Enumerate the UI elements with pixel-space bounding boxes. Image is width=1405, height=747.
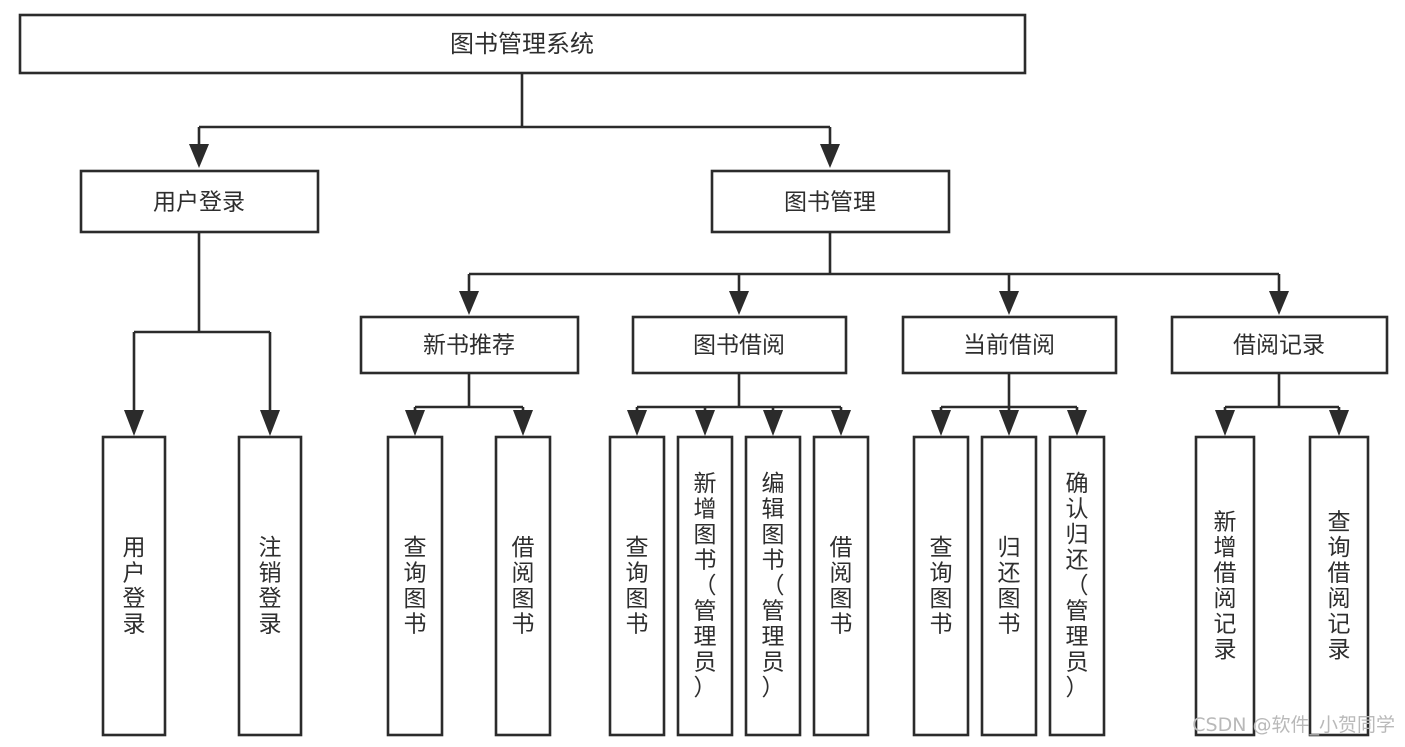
arrowhead-leaf-add-record — [1215, 410, 1235, 436]
node-book-borrow-label: 图书借阅 — [693, 333, 785, 359]
leaf-query-book-1-label: 查询图书 — [404, 535, 427, 638]
node-root-box[interactable] — [18, 13, 1027, 75]
node-current-borrow-box[interactable] — [901, 315, 1118, 375]
node-user-login[interactable]: 用户登录 — [79, 169, 320, 234]
leaf-borrow-book-1-label: 借阅图书 — [512, 535, 535, 638]
leaf-node-query-book-2[interactable]: 查询图书 — [608, 435, 666, 737]
leaf-add-record-box[interactable] — [1194, 435, 1256, 737]
arrowhead-current-borrow — [999, 291, 1019, 315]
arrowhead-leaf-query-book-3 — [931, 410, 951, 436]
arrowhead-leaf-return-book — [999, 410, 1019, 436]
leaf-add-book-box[interactable] — [676, 435, 734, 737]
leaf-confirm-return-box[interactable] — [1048, 435, 1106, 737]
leaf-node-borrow-book-1[interactable]: 借阅图书 — [494, 435, 552, 737]
leaf-logout-box[interactable] — [237, 435, 303, 737]
leaf-query-book-3-box[interactable] — [912, 435, 970, 737]
leaf-edit-book-box[interactable] — [744, 435, 802, 737]
node-book-management-label: 图书管理 — [784, 190, 876, 216]
leaf-confirm-return-label: 确认归还（管理员） — [1066, 471, 1089, 701]
arrowhead-book-borrow — [729, 291, 749, 315]
leaf-node-add-book[interactable]: 新增图书（管理员） — [676, 435, 734, 737]
connector-group-borrow-record-to-leaves — [1215, 373, 1349, 436]
node-current-borrow-label: 当前借阅 — [963, 333, 1055, 359]
arrowhead-user-login — [189, 144, 209, 168]
node-new-book-recommend[interactable]: 新书推荐 — [359, 315, 580, 375]
leaf-edit-book-label: 编辑图书（管理员） — [762, 471, 785, 701]
connector-group-book-management-to-level3 — [459, 233, 1289, 315]
leaf-query-book-1-box[interactable] — [386, 435, 444, 737]
arrowhead-leaf-add-book — [695, 410, 715, 436]
arrowhead-leaf-user-login — [124, 410, 144, 436]
arrowhead-book-management — [820, 144, 840, 168]
leaf-return-book-box[interactable] — [980, 435, 1038, 737]
leaf-node-query-book-1[interactable]: 查询图书 — [386, 435, 444, 737]
node-book-borrow-box[interactable] — [631, 315, 848, 375]
leaf-borrow-book-1-box[interactable] — [494, 435, 552, 737]
arrowhead-leaf-borrow-book-2 — [831, 410, 851, 436]
arrowhead-leaf-query-book-2 — [627, 410, 647, 436]
leaf-borrow-book-2-label: 借阅图书 — [830, 535, 853, 638]
node-book-management[interactable]: 图书管理 — [710, 169, 951, 234]
arrowhead-new-book-recommend — [459, 291, 479, 315]
connector-group-new-book-recommend-to-leaves — [405, 373, 533, 436]
leaf-node-logout[interactable]: 注销登录 — [237, 435, 303, 737]
leaf-query-record-box[interactable] — [1308, 435, 1370, 737]
leaf-node-confirm-return[interactable]: 确认归还（管理员） — [1048, 435, 1106, 737]
leaf-user-login-box[interactable] — [101, 435, 167, 737]
arrowhead-leaf-query-book-1 — [405, 410, 425, 436]
connector-group-book-borrow-to-leaves — [627, 373, 851, 436]
csdn-watermark: CSDN @软件_小贺同学 — [1192, 714, 1395, 736]
node-current-borrow[interactable]: 当前借阅 — [901, 315, 1118, 375]
leaf-query-book-2-box[interactable] — [608, 435, 666, 737]
leaf-add-record-label: 新增借阅记录 — [1214, 509, 1237, 663]
leaf-node-add-record[interactable]: 新增借阅记录 — [1194, 435, 1256, 737]
leaf-user-login-label: 用户登录 — [123, 535, 146, 638]
node-book-management-box[interactable] — [710, 169, 951, 234]
leaf-borrow-book-2-box[interactable] — [812, 435, 870, 737]
leaf-node-query-record[interactable]: 查询借阅记录 — [1308, 435, 1370, 737]
arrowhead-borrow-record — [1269, 291, 1289, 315]
leaf-node-query-book-3[interactable]: 查询图书 — [912, 435, 970, 737]
node-borrow-record-box[interactable] — [1170, 315, 1389, 375]
node-root[interactable]: 图书管理系统 — [18, 13, 1027, 75]
connector-group-user-login-to-leaves — [124, 233, 280, 436]
node-new-book-recommend-label: 新书推荐 — [423, 333, 515, 359]
leaf-logout-label: 注销登录 — [259, 535, 282, 638]
leaf-node-return-book[interactable]: 归还图书 — [980, 435, 1038, 737]
leaf-query-book-3-label: 查询图书 — [930, 535, 953, 638]
leaf-node-edit-book[interactable]: 编辑图书（管理员） — [744, 435, 802, 737]
node-book-borrow[interactable]: 图书借阅 — [631, 315, 848, 375]
node-root-label: 图书管理系统 — [450, 30, 594, 58]
arrowhead-leaf-borrow-book-1 — [513, 410, 533, 436]
leaf-query-book-2-label: 查询图书 — [626, 535, 649, 638]
arrowhead-leaf-confirm-return — [1067, 410, 1087, 436]
connector-group-root-to-level2 — [189, 73, 840, 168]
arrowhead-leaf-logout — [260, 410, 280, 436]
node-borrow-record-label: 借阅记录 — [1233, 333, 1325, 359]
node-borrow-record[interactable]: 借阅记录 — [1170, 315, 1389, 375]
node-user-login-box[interactable] — [79, 169, 320, 234]
node-user-login-label: 用户登录 — [153, 190, 245, 216]
leaf-query-record-label: 查询借阅记录 — [1328, 509, 1351, 663]
leaf-return-book-label: 归还图书 — [998, 535, 1021, 638]
arrowhead-leaf-query-record — [1329, 410, 1349, 436]
node-new-book-recommend-box[interactable] — [359, 315, 580, 375]
leaf-add-book-label: 新增图书（管理员） — [694, 471, 717, 701]
leaf-node-user-login[interactable]: 用户登录 — [101, 435, 167, 737]
connector-group-current-borrow-to-leaves — [931, 373, 1087, 436]
leaf-node-borrow-book-2[interactable]: 借阅图书 — [812, 435, 870, 737]
arrowhead-leaf-edit-book — [763, 410, 783, 436]
